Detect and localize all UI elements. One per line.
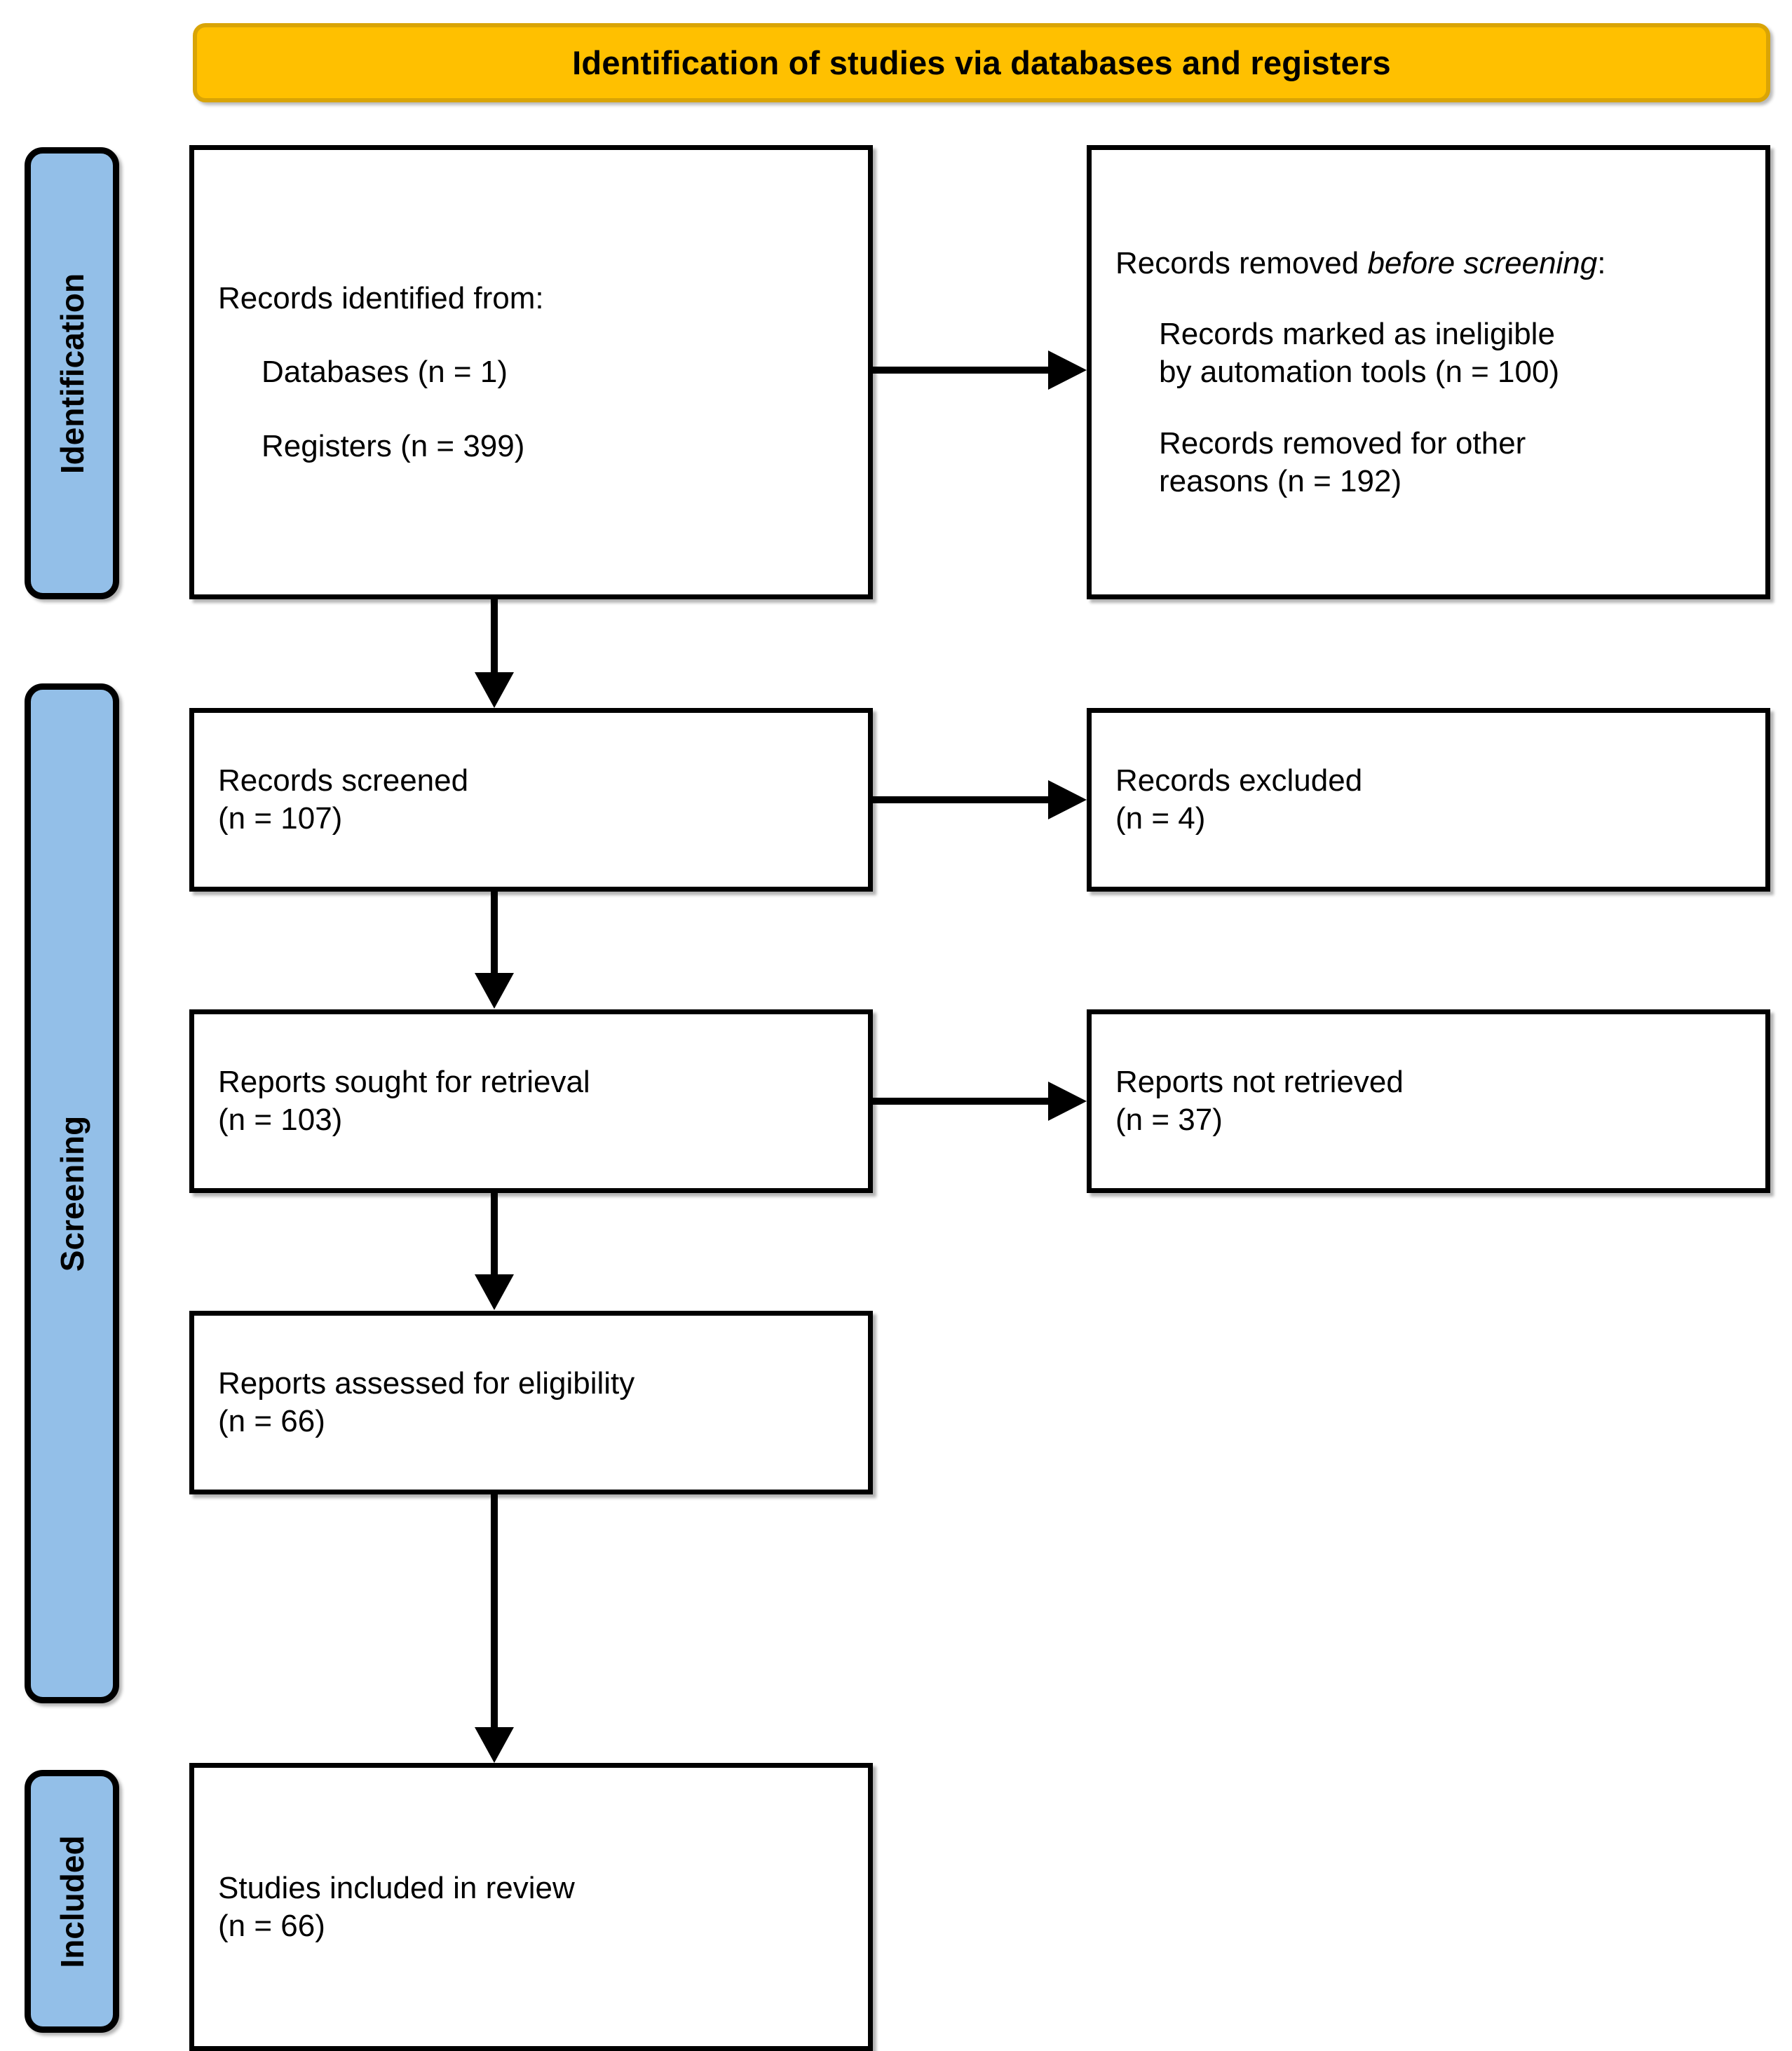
box-studies-included-in-review: Studies included in review (n = 66) <box>189 1763 873 2051</box>
arrow-assessed-to-included <box>466 1494 522 1766</box>
records-identified-databases: Databases (n = 1) <box>262 355 508 390</box>
box-records-identified: Records identified from: Databases (n = … <box>189 145 873 599</box>
box-records-excluded: Records excluded (n = 4) <box>1087 708 1770 892</box>
reports-assessed-count: (n = 66) <box>218 1404 325 1438</box>
box-reports-assessed-for-eligibility: Reports assessed for eligibility (n = 66… <box>189 1311 873 1494</box>
records-removed-heading-part2: : <box>1597 245 1606 280</box>
box-reports-sought-for-retrieval: Reports sought for retrieval (n = 103) <box>189 1009 873 1193</box>
arrow-screened-to-sought <box>466 892 522 1012</box>
records-removed-other-line1: Records removed for other <box>1159 425 1526 461</box>
records-removed-heading-part1: Records removed <box>1115 245 1368 280</box>
reports-not-retrieved-count: (n = 37) <box>1115 1103 1223 1137</box>
records-ineligible-automation-line2: by automation tools (n = 100) <box>1159 355 1560 390</box>
records-removed-heading: Records removed before screening: <box>1115 245 1742 282</box>
studies-included-count: (n = 66) <box>218 1908 325 1943</box>
reports-sought-count: (n = 103) <box>218 1103 343 1137</box>
box-records-removed-before-screening: Records removed before screening: Record… <box>1087 145 1770 599</box>
records-ineligible-automation-line1: Records marked as ineligible <box>1159 317 1555 352</box>
stage-label-identification: Identification <box>25 147 119 599</box>
phase-banner: Identification of studies via databases … <box>193 23 1770 102</box>
records-identified-registers: Registers (n = 399) <box>262 428 525 463</box>
box-reports-not-retrieved: Reports not retrieved (n = 37) <box>1087 1009 1770 1193</box>
phase-banner-title: Identification of studies via databases … <box>572 44 1391 81</box>
reports-not-retrieved-label: Reports not retrieved <box>1115 1065 1404 1100</box>
stage-label-identification-text: Identification <box>53 273 90 474</box>
reports-sought-label: Reports sought for retrieval <box>218 1065 590 1100</box>
box-records-screened: Records screened (n = 107) <box>189 708 873 892</box>
studies-included-label: Studies included in review <box>218 1870 575 1905</box>
records-removed-other-line2: reasons (n = 192) <box>1159 463 1402 498</box>
records-removed-heading-emphasis: before screening <box>1367 245 1598 280</box>
arrow-sought-to-not-retrieved <box>873 1075 1090 1128</box>
arrow-sought-to-assessed <box>466 1193 522 1314</box>
arrow-identified-to-screened <box>466 599 522 711</box>
records-excluded-count: (n = 4) <box>1115 801 1206 836</box>
stage-label-included: Included <box>25 1770 119 2033</box>
records-screened-count: (n = 107) <box>218 801 343 836</box>
reports-assessed-label: Reports assessed for eligibility <box>218 1366 635 1401</box>
arrow-identified-to-removed-before <box>873 343 1090 397</box>
stage-label-screening-text: Screening <box>53 1115 90 1272</box>
stage-label-included-text: Included <box>53 1834 90 1968</box>
records-excluded-label: Records excluded <box>1115 763 1363 798</box>
arrow-screened-to-excluded <box>873 773 1090 826</box>
records-screened-label: Records screened <box>218 763 469 798</box>
stage-label-screening: Screening <box>25 683 119 1703</box>
records-identified-heading: Records identified from: <box>218 281 544 316</box>
